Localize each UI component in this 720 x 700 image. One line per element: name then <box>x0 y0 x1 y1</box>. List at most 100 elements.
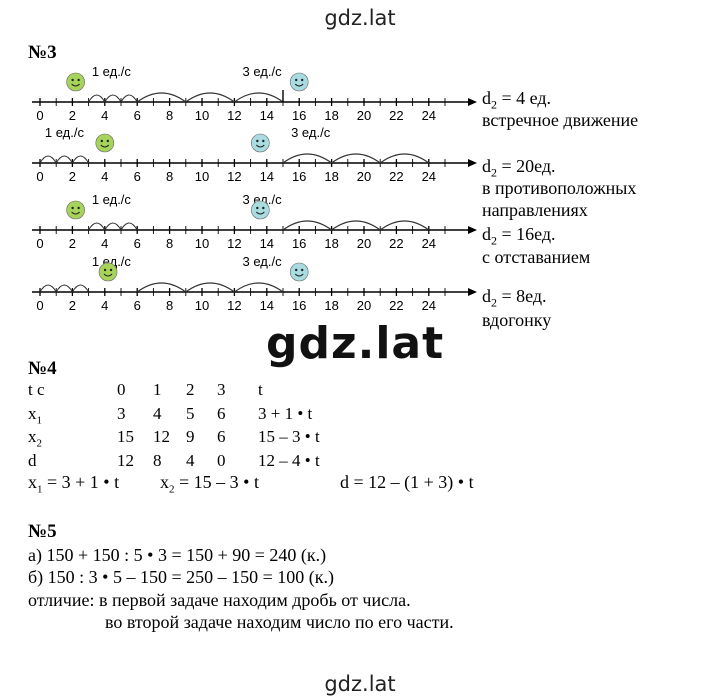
tick-label: 24 <box>422 169 436 184</box>
tick-label: 12 <box>227 108 241 123</box>
note-d-letter: d <box>482 286 491 306</box>
tick-label: 16 <box>292 169 306 184</box>
jump-arc <box>234 282 284 293</box>
jump-arc <box>55 284 73 293</box>
jump-arc <box>379 220 430 231</box>
speed-label-left: 1 ед./с <box>92 64 132 79</box>
tick-label: 12 <box>227 298 241 313</box>
tick-label: 0 <box>36 298 43 313</box>
tick-label: 2 <box>69 236 76 251</box>
table-cell: 8 <box>153 451 162 470</box>
axis-arrow <box>468 159 477 167</box>
tick-label: 14 <box>260 108 274 123</box>
jump-arc <box>282 220 332 231</box>
table-cell: 1 <box>153 380 162 399</box>
tick-label: 20 <box>357 298 371 313</box>
tick-label: 10 <box>195 236 209 251</box>
slow-character-icon <box>98 262 118 282</box>
tick-label: 8 <box>166 236 173 251</box>
watermark-bottom: gdz.lat <box>324 672 396 696</box>
tick-label: 18 <box>324 169 338 184</box>
jump-arc <box>88 94 106 103</box>
note-distance-3: d2 = 16ед. <box>482 224 556 249</box>
table-cell: 4 <box>186 451 195 470</box>
fast-character-icon <box>289 72 309 92</box>
table-cell: 2 <box>186 380 195 399</box>
note-d-sub: 2 <box>491 97 497 112</box>
tick-label: 6 <box>134 169 141 184</box>
note-d-value: = 16ед. <box>497 224 556 244</box>
tick-label: 18 <box>324 108 338 123</box>
tick-label: 20 <box>357 108 371 123</box>
speed-label-right: 3 ед./с <box>243 64 283 79</box>
table-cell: 6 <box>217 427 226 446</box>
task5-difference: отличие: в первой задаче находим дробь о… <box>28 590 411 610</box>
table-cell: 0 <box>217 451 226 470</box>
tick-label: 8 <box>166 169 173 184</box>
speed-label-right: 3 ед./с <box>243 192 283 207</box>
jump-arc <box>331 220 381 231</box>
jump-arc <box>120 94 138 103</box>
table-cell: 12 <box>153 427 170 446</box>
tick-label: 22 <box>389 236 403 251</box>
table-cell: 12 <box>117 451 134 470</box>
table-cell: 12 – 4 • t <box>258 451 320 470</box>
tick-label: 16 <box>292 236 306 251</box>
task4-heading: №4 <box>28 358 57 379</box>
formula-x1: x1 = 3 + 1 • t <box>28 472 120 496</box>
note-d-value: = 20ед. <box>497 156 556 176</box>
watermark-top: gdz.lat <box>324 6 396 30</box>
row-label: x2 <box>28 427 42 450</box>
tick-label: 24 <box>422 108 436 123</box>
axis-arrow <box>468 288 477 296</box>
jump-arc <box>104 222 122 231</box>
tick-label: 14 <box>260 169 274 184</box>
tick-label: 6 <box>134 108 141 123</box>
task3-heading: №3 <box>28 42 57 63</box>
jump-arc <box>120 222 138 231</box>
row-label: x1 <box>28 404 42 427</box>
jump-arc <box>55 155 73 164</box>
jump-arc <box>282 153 332 164</box>
tick-label: 12 <box>227 236 241 251</box>
tick-label: 16 <box>292 108 306 123</box>
table-cell: 3 <box>117 404 126 423</box>
tick-label: 6 <box>134 298 141 313</box>
jump-arc <box>71 284 90 293</box>
note-d-sub: 2 <box>491 233 497 248</box>
jump-arc <box>379 153 430 164</box>
tick-label: 8 <box>166 108 173 123</box>
fast-character-icon <box>251 133 270 153</box>
jump-arc <box>136 92 187 103</box>
slow-character-icon <box>66 72 85 92</box>
jump-arc <box>331 153 381 164</box>
tick-label: 22 <box>389 108 403 123</box>
task5-line-a: а) 150 + 150 : 5 • 3 = 150 + 90 = 240 (к… <box>28 545 327 565</box>
table-cell: 9 <box>186 427 195 446</box>
tick-label: 4 <box>101 108 108 123</box>
formula-x2: x2 = 15 – 3 • t <box>160 472 259 496</box>
jump-arc <box>39 284 57 293</box>
note-d-value: = 8ед. <box>497 286 547 306</box>
note-d-letter: d <box>482 156 491 176</box>
jump-arc <box>185 92 235 103</box>
tick-label: 0 <box>36 236 43 251</box>
table-cell: 0 <box>117 380 126 399</box>
tick-label: 2 <box>69 298 76 313</box>
tick-label: 6 <box>134 236 141 251</box>
note-d-sub: 2 <box>491 295 497 310</box>
table-cell: 15 – 3 • t <box>258 427 320 446</box>
tick-label: 16 <box>292 298 306 313</box>
table-cell: 15 <box>117 427 134 446</box>
slow-character-icon <box>66 200 85 220</box>
tick-label: 18 <box>324 298 338 313</box>
table-cell: 4 <box>153 404 162 423</box>
tick-label: 24 <box>422 236 436 251</box>
fast-character-icon <box>289 262 309 282</box>
task5-line-b: б) 150 : 3 • 5 – 150 = 250 – 150 = 100 (… <box>28 567 334 587</box>
tick-label: 2 <box>69 169 76 184</box>
